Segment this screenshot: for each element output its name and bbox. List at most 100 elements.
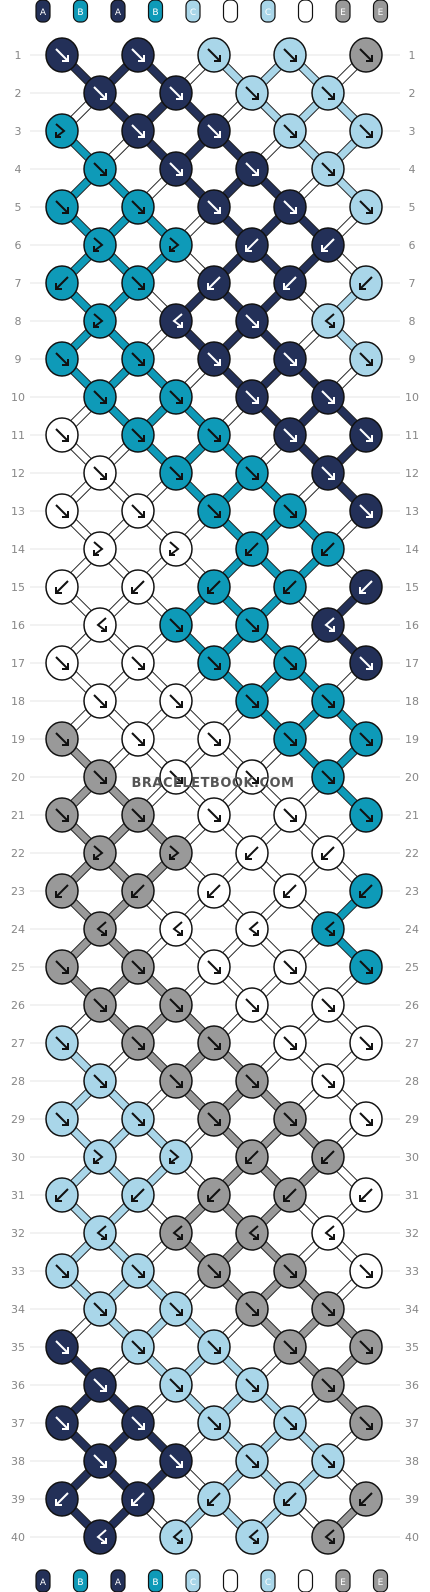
knot-arrow-icon [283,200,297,214]
knot-body [159,303,193,339]
knot-arrow-icon [245,162,259,176]
row-number-right: 39 [405,1493,419,1506]
knot-arrow-icon [359,1264,373,1278]
knot [349,1253,383,1289]
knot-body [45,113,79,149]
knot [235,1063,269,1099]
knot-arrow-icon [55,1264,69,1278]
knot [197,1405,231,1441]
knot-arrow-icon [93,998,107,1012]
knot-arrow-icon [169,86,183,100]
knot [159,303,193,339]
knot-body [83,1139,117,1175]
knot-arrow-icon [131,276,145,290]
knot [83,911,117,947]
knot-arrow-icon [93,237,104,252]
row-number-left: 14 [11,543,25,556]
top-column-thread [297,0,314,23]
knot-arrow-icon [55,808,69,822]
knot-arrow-icon [131,428,145,442]
knot [273,1101,307,1137]
knot-arrow-icon [207,1112,221,1126]
row-number-right: 3 [409,125,416,138]
knot [311,683,345,719]
knot [273,493,307,529]
knot-body [83,1519,117,1555]
knot-arrow-icon [283,48,297,62]
knot [121,1405,155,1441]
row-number-left: 6 [15,239,22,252]
knot-arrow-icon [248,921,259,936]
top-column-label: A [115,8,122,18]
row-number-left: 9 [15,353,22,366]
knot [349,1405,383,1441]
row-number-right: 27 [405,1037,419,1050]
knot-arrow-icon [283,580,297,594]
knot [311,987,345,1023]
knot [311,759,345,795]
knot [235,1291,269,1327]
row-number-left: 25 [11,961,25,974]
knot-body [311,1215,345,1251]
knot-arrow-icon [172,921,183,936]
knot [83,531,117,567]
knot [45,949,79,985]
knot-arrow-icon [245,1150,259,1164]
knot [273,1405,307,1441]
knot [311,1291,345,1327]
knot-arrow-icon [207,580,221,594]
knot [197,645,231,681]
knot [273,37,307,73]
row-number-right: 12 [405,467,419,480]
knot-arrow-icon [283,960,297,974]
knot-body [235,1215,269,1251]
knot-arrow-icon [321,390,335,404]
knot-arrow-icon [93,313,104,328]
knot [159,227,193,263]
row-number-left: 30 [11,1151,25,1164]
knot [159,151,193,187]
knot [235,303,269,339]
knot-arrow-icon [359,656,373,670]
knot [83,75,117,111]
knot-arrow-icon [283,808,297,822]
knot [159,911,193,947]
row-number-right: 26 [405,999,419,1012]
knot-arrow-icon [131,1264,145,1278]
row-number-left: 13 [11,505,25,518]
knot-arrow-icon [359,1188,373,1202]
knot [235,835,269,871]
knot [45,721,79,757]
bottom-column-label: C [190,1578,196,1588]
knot-arrow-icon [324,1225,335,1240]
knot [159,1063,193,1099]
knot [349,949,383,985]
knot-arrow-icon [283,428,297,442]
row-number-left: 31 [11,1189,25,1202]
knot [349,1177,383,1213]
knot-arrow-icon [324,313,335,328]
knot [121,189,155,225]
knot [121,569,155,605]
knot-body [159,835,193,871]
knot [83,227,117,263]
row-number-right: 13 [405,505,419,518]
knot-arrow-icon [169,1302,183,1316]
knot [197,873,231,909]
row-number-left: 19 [11,733,25,746]
knot-arrow-icon [248,1529,259,1544]
knot [197,721,231,757]
knot [273,265,307,301]
knot [159,1519,193,1555]
knot-arrow-icon [131,1036,145,1050]
knot-arrow-icon [283,1416,297,1430]
bottom-column-thread [297,1569,314,1592]
knot-arrow-icon [169,845,180,860]
knot [235,151,269,187]
row-number-left: 8 [15,315,22,328]
row-number-left: 29 [11,1113,25,1126]
knot-arrow-icon [93,845,104,860]
knot [311,379,345,415]
knot [197,1253,231,1289]
knot [235,1519,269,1555]
